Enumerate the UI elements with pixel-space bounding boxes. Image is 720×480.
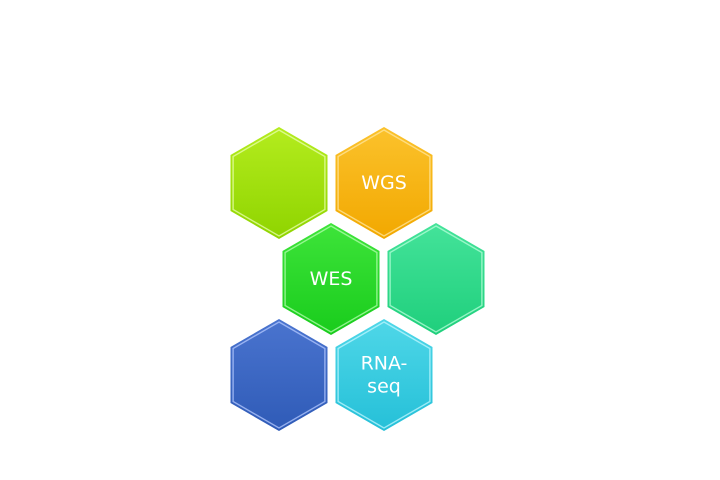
hexagon-green xyxy=(230,127,328,239)
hexagon-teal xyxy=(387,223,485,335)
hexagon-shape xyxy=(335,319,433,431)
hexagon-edge-highlight xyxy=(232,321,326,429)
hexagon-label-rna-seq-line1: RNA- xyxy=(361,353,408,375)
hexagon-label-wgs: WGS xyxy=(361,172,407,194)
hexagon-label-wes: WES xyxy=(310,268,353,290)
hexagon-edge-highlight xyxy=(284,225,378,333)
hexagon-shape xyxy=(335,127,433,239)
hexagon-wes: WES xyxy=(282,223,380,335)
hexagon-blue xyxy=(230,319,328,431)
hexagon-shape xyxy=(230,127,328,239)
hexagon-shape xyxy=(282,223,380,335)
hexagon-edge-highlight xyxy=(232,129,326,237)
hexagon-shape xyxy=(230,319,328,431)
hexagon-edge-highlight xyxy=(337,129,431,237)
hexagon-edge-highlight xyxy=(389,225,483,333)
hexagon-rna-seq: RNA- seq xyxy=(335,319,433,431)
hexagon-wgs: WGS xyxy=(335,127,433,239)
hexagon-shape xyxy=(387,223,485,335)
hexagon-label-rna-seq-line2: seq xyxy=(367,376,401,398)
hexagon-edge-highlight xyxy=(337,321,431,429)
